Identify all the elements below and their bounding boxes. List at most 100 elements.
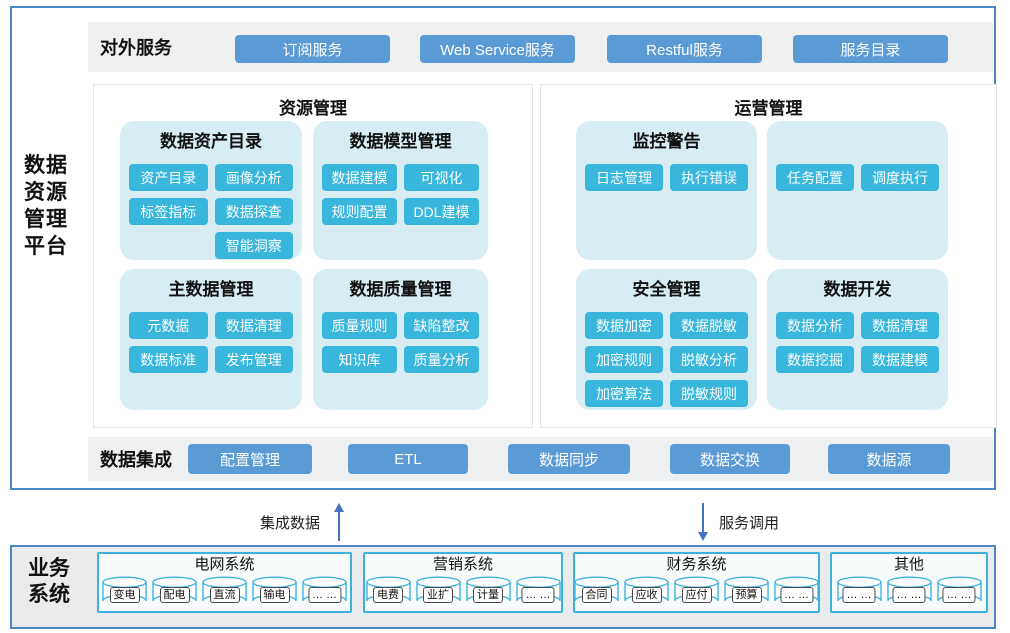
visualization-chip[interactable]: 可视化 <box>404 164 479 191</box>
task-schedule-chips: 任务配置 调度执行 <box>767 121 948 191</box>
down-arrow-icon <box>697 503 709 541</box>
smart-insight-chip[interactable]: 智能洞察 <box>214 232 293 259</box>
quality-analysis-chip[interactable]: 质量分析 <box>404 346 479 373</box>
database-icon: 业扩 <box>415 576 461 609</box>
marketing-databases: 电费 业扩 计量 … … <box>365 576 561 609</box>
quality-rule-chip[interactable]: 质量规则 <box>322 312 397 339</box>
database-icon: 应收 <box>624 576 669 609</box>
tag-indicator-chip[interactable]: 标签指标 <box>129 198 208 225</box>
ddl-modeling-chip[interactable]: DDL建模 <box>404 198 479 225</box>
operation-management-panel: 运营管理 监控警告 日志管理 执行错误 任务配置 调度执行 安全管理 数据加密 … <box>540 84 997 428</box>
other-system-card: 其他 … … … … … … <box>830 552 988 613</box>
web-service-button[interactable]: Web Service服务 <box>420 35 575 63</box>
database-icon: 输电 <box>252 576 297 609</box>
data-modeling-chip[interactable]: 数据建模 <box>861 346 939 373</box>
database-label: … … <box>307 587 342 603</box>
data-sync-button[interactable]: 数据同步 <box>508 444 630 474</box>
schedule-execution-chip[interactable]: 调度执行 <box>861 164 939 191</box>
data-exchange-button[interactable]: 数据交换 <box>670 444 790 474</box>
config-management-button[interactable]: 配置管理 <box>188 444 312 474</box>
metadata-chip[interactable]: 元数据 <box>129 312 208 339</box>
business-systems-title: 业务 系统 <box>28 557 70 606</box>
asset-catalog-chip[interactable]: 资产目录 <box>129 164 208 191</box>
resource-management-panel: 资源管理 数据资产目录 资产目录 画像分析 标签指标 数据探查 智能洞察 数据模… <box>93 84 533 428</box>
subscribe-service-button[interactable]: 订阅服务 <box>235 35 390 63</box>
log-management-chip[interactable]: 日志管理 <box>585 164 663 191</box>
operation-management-title: 运营管理 <box>734 99 803 118</box>
up-arrow-icon <box>333 503 345 541</box>
data-exploration-chip[interactable]: 数据探查 <box>214 198 293 225</box>
marketing-system-title: 营销系统 <box>432 556 493 573</box>
external-services-strip: 对外服务 订阅服务 Web Service服务 Restful服务 服务目录 <box>88 22 993 72</box>
data-development-card: 数据开发 数据分析 数据清理 数据挖掘 数据建模 <box>767 269 948 410</box>
data-source-button[interactable]: 数据源 <box>828 444 950 474</box>
master-data-management-title: 主数据管理 <box>168 280 254 299</box>
data-model-chips: 数据建模 可视化 规则配置 DDL建模 <box>313 152 488 225</box>
encryption-rule-chip[interactable]: 加密规则 <box>585 346 663 373</box>
data-encryption-chip[interactable]: 数据加密 <box>585 312 663 339</box>
rule-config-chip[interactable]: 规则配置 <box>322 198 397 225</box>
power-grid-system-card: 电网系统 变电 配电 直流 输电 … … <box>97 552 352 613</box>
database-icon: 变电 <box>102 576 147 609</box>
service-catalog-button[interactable]: 服务目录 <box>793 35 948 63</box>
database-icon: 配电 <box>152 576 197 609</box>
data-development-title: 数据开发 <box>823 280 892 299</box>
security-management-card: 安全管理 数据加密 数据脱敏 加密规则 脱敏分析 加密算法 脱敏规则 <box>576 269 757 410</box>
database-label: 业扩 <box>423 587 453 603</box>
monitor-alert-title: 监控警告 <box>632 132 701 151</box>
finance-system-title: 财务系统 <box>666 556 727 573</box>
database-label: 电费 <box>373 587 403 603</box>
database-label: … … <box>842 587 876 603</box>
database-label: … … <box>942 587 976 603</box>
finance-system-card: 财务系统 合同 应收 应付 预算 … … <box>573 552 820 613</box>
security-chips: 数据加密 数据脱敏 加密规则 脱敏分析 加密算法 脱敏规则 <box>576 300 757 407</box>
database-label: … … <box>779 587 814 603</box>
knowledge-base-chip[interactable]: 知识库 <box>322 346 397 373</box>
encryption-algorithm-chip[interactable]: 加密算法 <box>585 380 663 407</box>
etl-button[interactable]: ETL <box>348 444 468 474</box>
data-analysis-chip[interactable]: 数据分析 <box>776 312 854 339</box>
database-label: … … <box>892 587 926 603</box>
data-mining-chip[interactable]: 数据挖掘 <box>776 346 854 373</box>
database-label: 输电 <box>259 587 290 603</box>
security-management-title: 安全管理 <box>632 280 701 299</box>
database-label: 合同 <box>581 587 612 603</box>
data-model-management-card: 数据模型管理 数据建模 可视化 规则配置 DDL建模 <box>313 121 488 260</box>
monitor-alert-chips: 日志管理 执行错误 <box>576 152 757 191</box>
data-cleaning-chip[interactable]: 数据清理 <box>214 312 293 339</box>
marketing-system-card: 营销系统 电费 业扩 计量 … … <box>363 552 563 613</box>
defect-rectification-chip[interactable]: 缺陷整改 <box>404 312 479 339</box>
execution-error-chip[interactable]: 执行错误 <box>670 164 748 191</box>
database-icon: … … <box>302 576 347 609</box>
restful-service-button[interactable]: Restful服务 <box>607 35 762 63</box>
database-icon: … … <box>936 576 982 609</box>
database-icon: 直流 <box>202 576 247 609</box>
publish-management-chip[interactable]: 发布管理 <box>214 346 293 373</box>
data-masking-chip[interactable]: 数据脱敏 <box>670 312 748 339</box>
monitor-alert-card: 监控警告 日志管理 执行错误 <box>576 121 757 260</box>
data-integration-label: 数据集成 <box>100 450 172 470</box>
data-integration-strip: 数据集成 配置管理 ETL 数据同步 数据交换 数据源 <box>88 437 993 481</box>
finance-databases: 合同 应收 应付 预算 … … <box>574 576 819 609</box>
masking-rule-chip[interactable]: 脱敏规则 <box>670 380 748 407</box>
data-quality-management-card: 数据质量管理 质量规则 缺陷整改 知识库 质量分析 <box>313 269 488 410</box>
masking-analysis-chip[interactable]: 脱敏分析 <box>670 346 748 373</box>
data-asset-catalog-card: 数据资产目录 资产目录 画像分析 标签指标 数据探查 智能洞察 <box>120 121 302 260</box>
other-system-title: 其他 <box>893 556 924 573</box>
data-cleaning-chip[interactable]: 数据清理 <box>861 312 939 339</box>
portrait-analysis-chip[interactable]: 画像分析 <box>214 164 293 191</box>
database-label: 预算 <box>731 587 762 603</box>
database-icon: … … <box>886 576 932 609</box>
task-schedule-card: 任务配置 调度执行 <box>767 121 948 260</box>
database-icon: 应付 <box>674 576 719 609</box>
data-standard-chip[interactable]: 数据标准 <box>129 346 208 373</box>
data-development-chips: 数据分析 数据清理 数据挖掘 数据建模 <box>767 300 948 373</box>
database-label: 直流 <box>209 587 240 603</box>
task-config-chip[interactable]: 任务配置 <box>776 164 854 191</box>
service-call-flow-label: 服务调用 <box>719 515 780 532</box>
data-modeling-chip[interactable]: 数据建模 <box>322 164 397 191</box>
database-label: … … <box>521 587 555 603</box>
database-icon: … … <box>774 576 819 609</box>
master-data-chips: 元数据 数据清理 数据标准 发布管理 <box>120 300 302 373</box>
other-databases: … … … … … … <box>832 576 986 609</box>
